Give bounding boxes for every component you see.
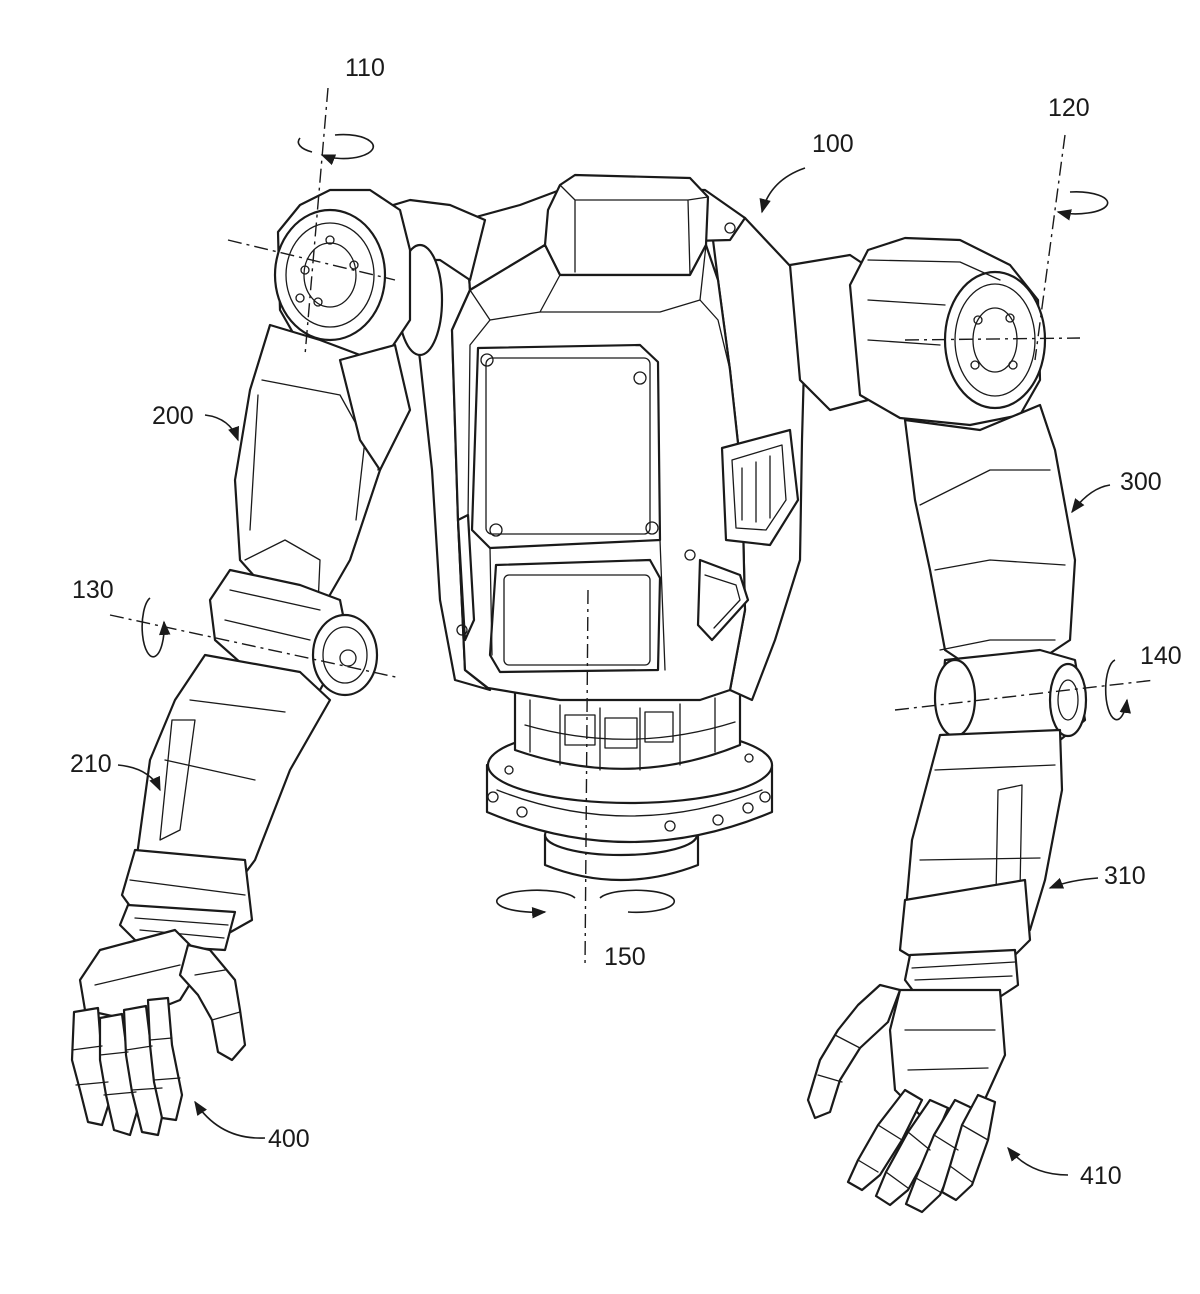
label-410: 410 [1080, 1162, 1122, 1190]
label-130: 130 [72, 576, 114, 604]
label-100: 100 [812, 130, 854, 158]
left-arm [70, 188, 487, 1137]
label-400: 400 [268, 1125, 310, 1153]
label-150: 150 [604, 943, 646, 971]
axis-130 [109, 597, 401, 679]
axis-140 [894, 659, 1156, 721]
axis-150 [495, 589, 676, 969]
waist-base [485, 688, 774, 882]
leader-lines [117, 167, 1111, 1176]
axis-110 [227, 87, 396, 356]
label-120: 120 [1048, 94, 1090, 122]
torso-body [404, 173, 807, 882]
right-arm [788, 236, 1088, 1214]
axis-120 [904, 134, 1109, 361]
left-hand [70, 928, 247, 1137]
reference-numerals: 110 120 100 200 300 130 140 210 310 150 … [70, 54, 1182, 1190]
label-200: 200 [152, 402, 194, 430]
label-110: 110 [345, 54, 385, 82]
right-hand [806, 983, 1007, 1214]
label-310: 310 [1104, 862, 1146, 890]
label-300: 300 [1120, 468, 1162, 496]
label-140: 140 [1140, 642, 1182, 670]
label-210: 210 [70, 750, 112, 778]
